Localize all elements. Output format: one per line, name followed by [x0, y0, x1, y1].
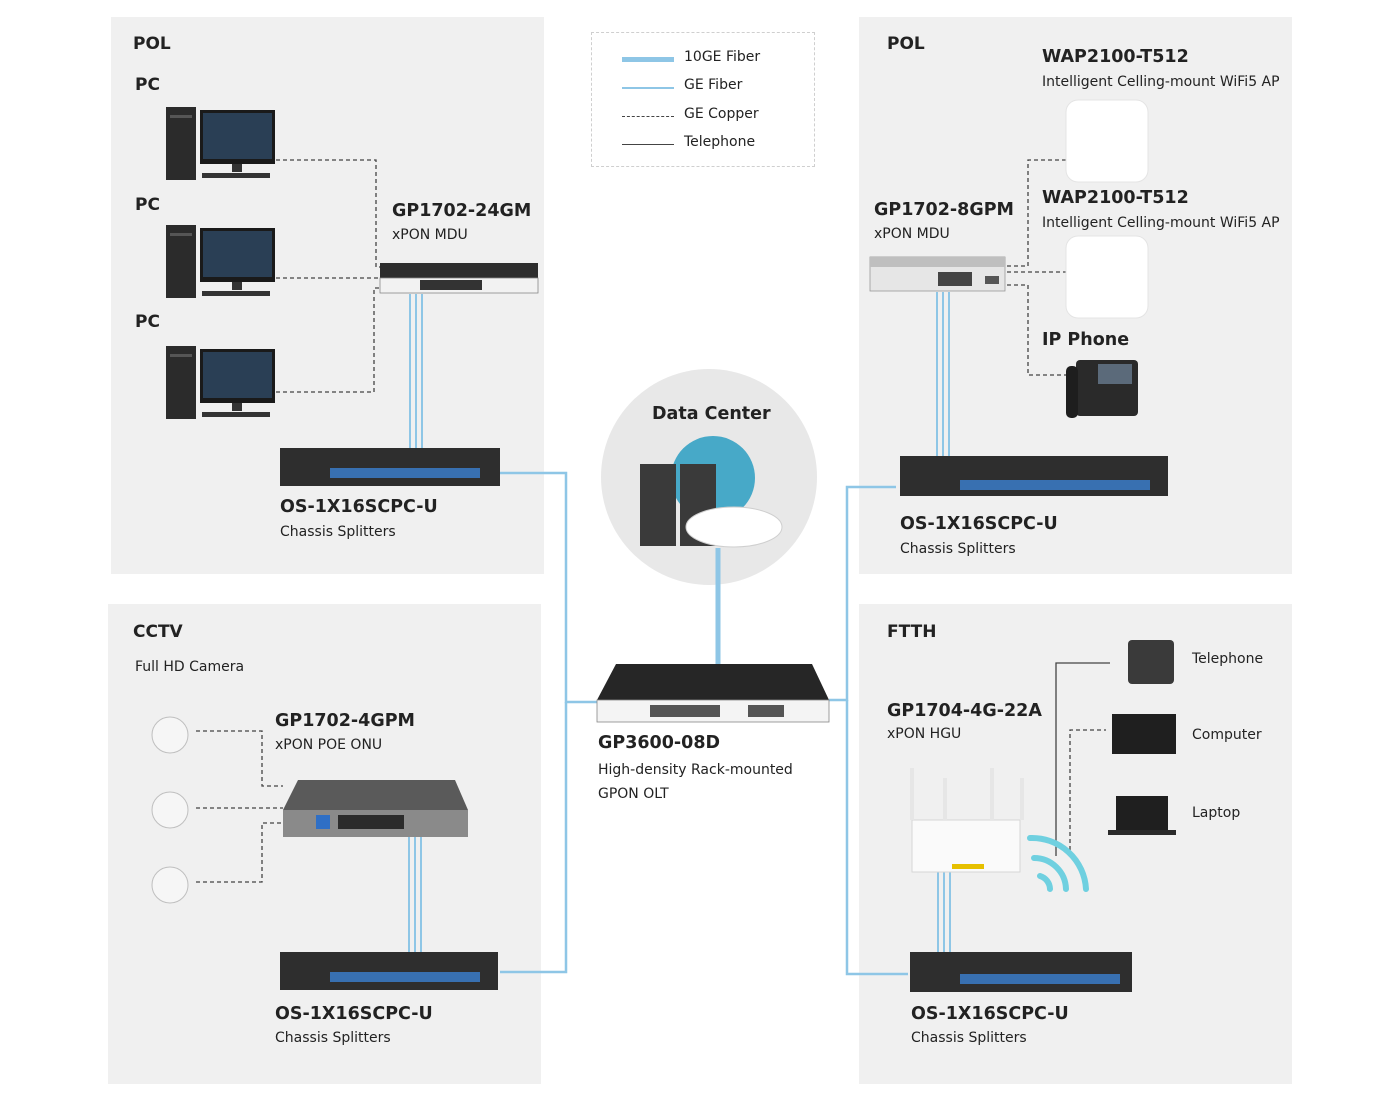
camera-devices — [151, 716, 189, 904]
fiber-cctv — [500, 702, 568, 974]
splitter-pol-right-desc: Chassis Splitters — [900, 541, 1016, 557]
legend-item-ge-fiber: GE Fiber — [592, 77, 814, 97]
splitter-pol-left-desc: Chassis Splitters — [280, 524, 396, 540]
server-rack-icons — [640, 436, 783, 548]
camera-label: Full HD Camera — [135, 659, 245, 675]
pc-label: PC — [135, 312, 160, 332]
olt-device — [596, 664, 830, 723]
splitter-pol-left-name: OS-1X16SCPC-U — [280, 497, 438, 517]
cctv-panel — [108, 604, 541, 1084]
splitter-ftth-desc: Chassis Splitters — [911, 1030, 1027, 1046]
hgu-desc: xPON HGU — [887, 726, 962, 742]
section-title-cctv: CCTV — [133, 622, 183, 642]
section-title-ftth: FTTH — [887, 622, 937, 642]
hgu-device — [910, 768, 1024, 873]
mdu-8gpm-desc: xPON MDU — [874, 226, 950, 242]
pc-group — [166, 107, 275, 419]
mdu-24gm-device — [379, 263, 539, 294]
ap1-device — [1065, 99, 1149, 183]
legend-label: Telephone — [684, 134, 756, 150]
splitter-ftth-name: OS-1X16SCPC-U — [911, 1004, 1069, 1024]
ipphone-name: IP Phone — [1042, 330, 1130, 350]
legend-item-ge-copper: GE Copper — [592, 106, 814, 126]
wifi-waves — [1027, 834, 1089, 892]
legend-label: 10GE Fiber — [684, 49, 761, 65]
datacenter-label: Data Center — [652, 404, 771, 424]
onu-4gpm-name: GP1702-4GPM — [275, 711, 415, 731]
splitter-cctv-desc: Chassis Splitters — [275, 1030, 391, 1046]
onu-4gpm-device — [283, 780, 468, 837]
fiber-ftth — [845, 700, 908, 976]
ap1-name: WAP2100-T512 — [1042, 47, 1189, 67]
device-label-telephone: Telephone — [1192, 651, 1264, 667]
legend: 10GE Fiber GE Fiber GE Copper Telephone — [591, 32, 815, 167]
legend-label: GE Fiber — [684, 77, 743, 93]
olt-name: GP3600-08D — [598, 733, 721, 753]
fiber-pol-left — [500, 471, 597, 704]
mdu-24gm-name: GP1702-24GM — [392, 201, 532, 221]
device-label-laptop: Laptop — [1192, 805, 1241, 821]
ap2-device — [1065, 235, 1149, 319]
ap2-name: WAP2100-T512 — [1042, 188, 1189, 208]
section-title-pol-right: POL — [887, 34, 925, 54]
fiber-pol-right — [829, 485, 896, 702]
mdu-24gm-desc: xPON MDU — [392, 227, 468, 243]
ftth-device-icons — [1108, 640, 1176, 835]
splitter-cctv-name: OS-1X16SCPC-U — [275, 1004, 433, 1024]
ap2-desc: Intelligent Celling-mount WiFi5 AP — [1042, 215, 1280, 231]
olt-desc-line1: High-density Rack-mounted — [598, 762, 793, 778]
legend-item-10ge-fiber: 10GE Fiber — [592, 49, 814, 69]
device-label-computer: Computer — [1192, 727, 1262, 743]
mdu-8gpm-device — [869, 256, 1006, 292]
section-title-pol-left: POL — [133, 34, 171, 54]
olt-desc-line2: GPON OLT — [598, 786, 669, 802]
pc-label: PC — [135, 75, 160, 95]
ipphone-device — [1066, 360, 1138, 418]
pc-label: PC — [135, 195, 160, 215]
onu-4gpm-desc: xPON POE ONU — [275, 737, 383, 753]
hgu-name: GP1704-4G-22A — [887, 701, 1042, 721]
legend-item-telephone: Telephone — [592, 134, 814, 154]
legend-label: GE Copper — [684, 106, 759, 122]
mdu-8gpm-name: GP1702-8GPM — [874, 200, 1014, 220]
splitter-pol-right-name: OS-1X16SCPC-U — [900, 514, 1058, 534]
ap1-desc: Intelligent Celling-mount WiFi5 AP — [1042, 74, 1280, 90]
